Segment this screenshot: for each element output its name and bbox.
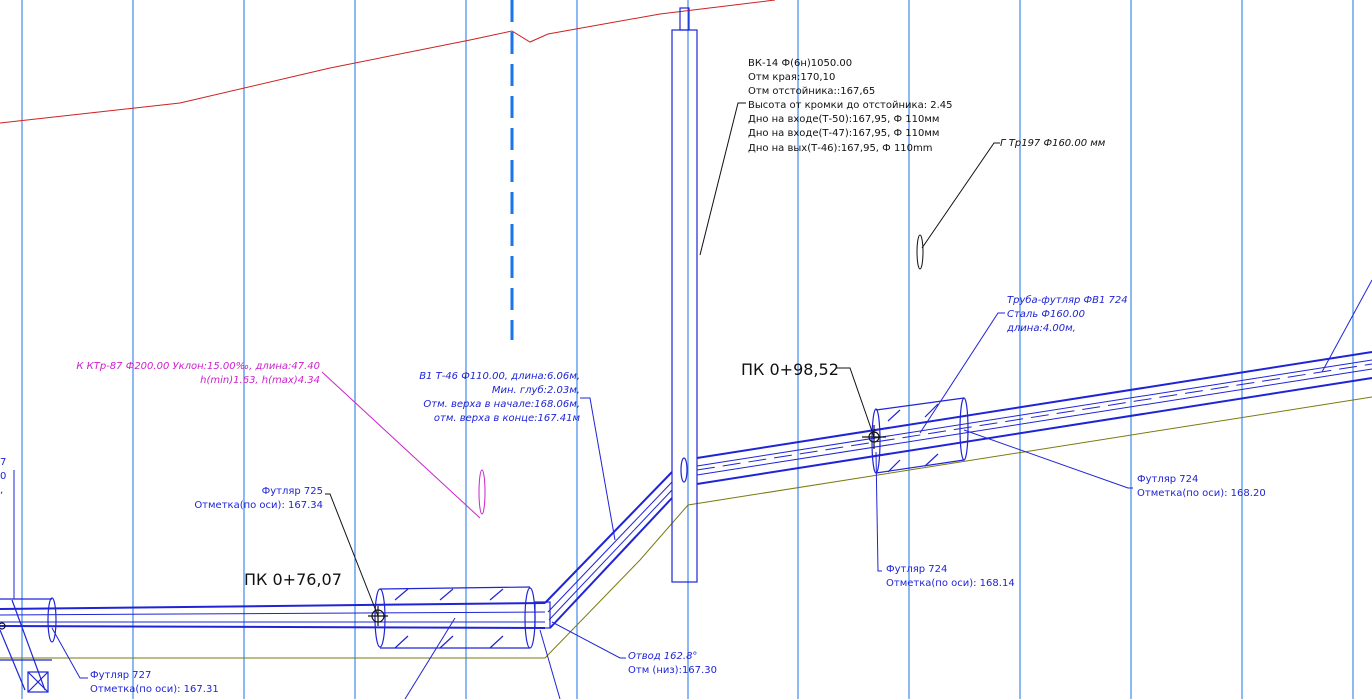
bend-label-line: Отвод 162.8° — [628, 651, 697, 662]
sleeve-724-shape — [862, 397, 969, 474]
sleeve-mark: Отметка(по оси): 167.34 — [194, 500, 323, 511]
pk-label: ПК 0+98,52 — [741, 360, 839, 379]
sleeve-mark: Отметка(по оси): 167.31 — [90, 684, 219, 695]
edge-text: , — [0, 485, 3, 496]
sleeve-mark: Отметка(по оси): 168.20 — [1137, 488, 1266, 499]
coupling-shape — [534, 601, 551, 629]
well-vk14-shape — [671, 7, 698, 583]
magenta-marker — [478, 469, 486, 515]
sleeve-pipe-line: Сталь Ф160.00 — [1007, 309, 1085, 320]
magenta-label-line: h(min)1.63, h(max)4.34 — [200, 375, 320, 386]
pipe-right — [696, 351, 1372, 485]
sleeve-pipe-line: Труба-футляр ФВ1 724 — [1007, 294, 1128, 306]
edge-text: 0 — [0, 471, 6, 482]
pipe-horizontal-left — [0, 602, 546, 629]
grid-lines — [21, 0, 1354, 699]
b1-label-line: отм. верха в конце:167.41м — [434, 413, 581, 424]
sleeve-title: Футляр 725 — [262, 486, 323, 497]
well-title: ВК-14 Ф(6н)1050.00 — [748, 58, 852, 69]
b1-label-line: Отм. верха в начале:168.06м, — [423, 399, 580, 410]
b1-label-line: Мин. глуб:2.03м, — [492, 384, 580, 396]
leader-lines — [51, 102, 1372, 699]
sleeve-727-shape — [0, 470, 57, 693]
sleeve-title: Футляр 727 — [90, 670, 151, 681]
sleeve-725-shape — [368, 586, 536, 649]
sleeve-title: Футляр 724 — [1137, 474, 1198, 485]
sleeve-pipe-line: длина:4.00м, — [1006, 323, 1076, 334]
well-line: Дно на входе(Т-50):167,95, Ф 110мм — [748, 114, 939, 125]
ground-line — [0, 396, 1372, 659]
pk-label: ПК 0+76,07 — [244, 570, 342, 589]
well-line: Дно на вых(Т-46):167,95, Ф 110mm — [748, 143, 933, 154]
well-line: Дно на входе(Т-47):167,95, Ф 110мм — [748, 128, 939, 139]
well-line: Высота от кромки до отстойника: 2.45 — [748, 100, 953, 111]
gas-marker — [916, 234, 924, 270]
bend-label-line: Отм (низ):167.30 — [628, 665, 717, 676]
well-line: Отм края:170,10 — [748, 72, 835, 83]
sleeve-title: Футляр 724 — [886, 564, 947, 575]
magenta-label-line: К КТр-87 Ф200.00 Уклон:15.00‰, длина:47.… — [76, 361, 320, 372]
terrain-line — [0, 0, 776, 124]
gas-pipe-label: Г Тр197 Ф160.00 мм — [1000, 138, 1106, 149]
pipe-rising — [544, 471, 673, 629]
edge-text: 7 — [0, 457, 6, 468]
well-line: Отм отстойника::167,65 — [748, 86, 875, 97]
b1-label-line: В1 Т-46 Ф110.00, длина:6.06м, — [419, 371, 580, 382]
sleeve-mark: Отметка(по оси): 168.14 — [886, 578, 1015, 589]
